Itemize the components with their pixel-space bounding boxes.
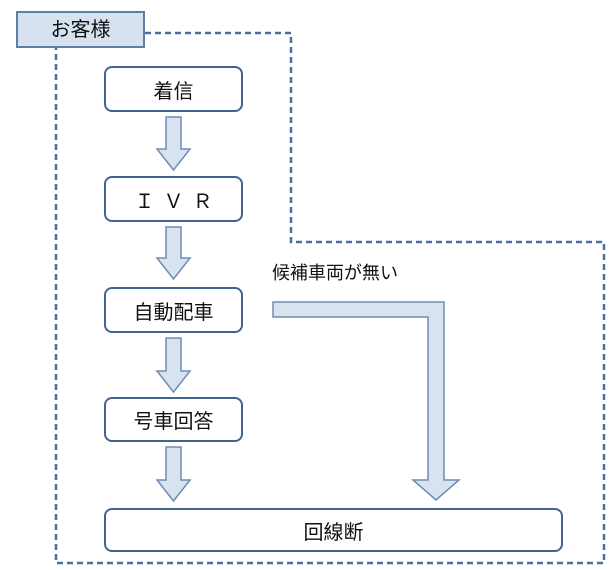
arrow-auto-dispatch-to-car-reply [155, 337, 192, 394]
branch-arrow-no-vehicle [272, 301, 462, 501]
customer-region-boundary [54, 31, 606, 565]
arrow-car-reply-to-disconnect [155, 446, 192, 503]
step-car-reply: 号車回答 [104, 397, 243, 442]
step-disconnect: 回線断 [104, 508, 563, 552]
step-incoming: 着信 [104, 66, 243, 112]
step-ivr: ＩＶＲ [104, 176, 243, 222]
step-auto-dispatch: 自動配車 [104, 287, 243, 333]
arrow-ivr-to-auto-dispatch [155, 226, 192, 281]
customer-label: お客様 [16, 11, 145, 48]
branch-note: 候補車両が無い [272, 263, 398, 284]
arrow-incoming-to-ivr [155, 116, 192, 172]
